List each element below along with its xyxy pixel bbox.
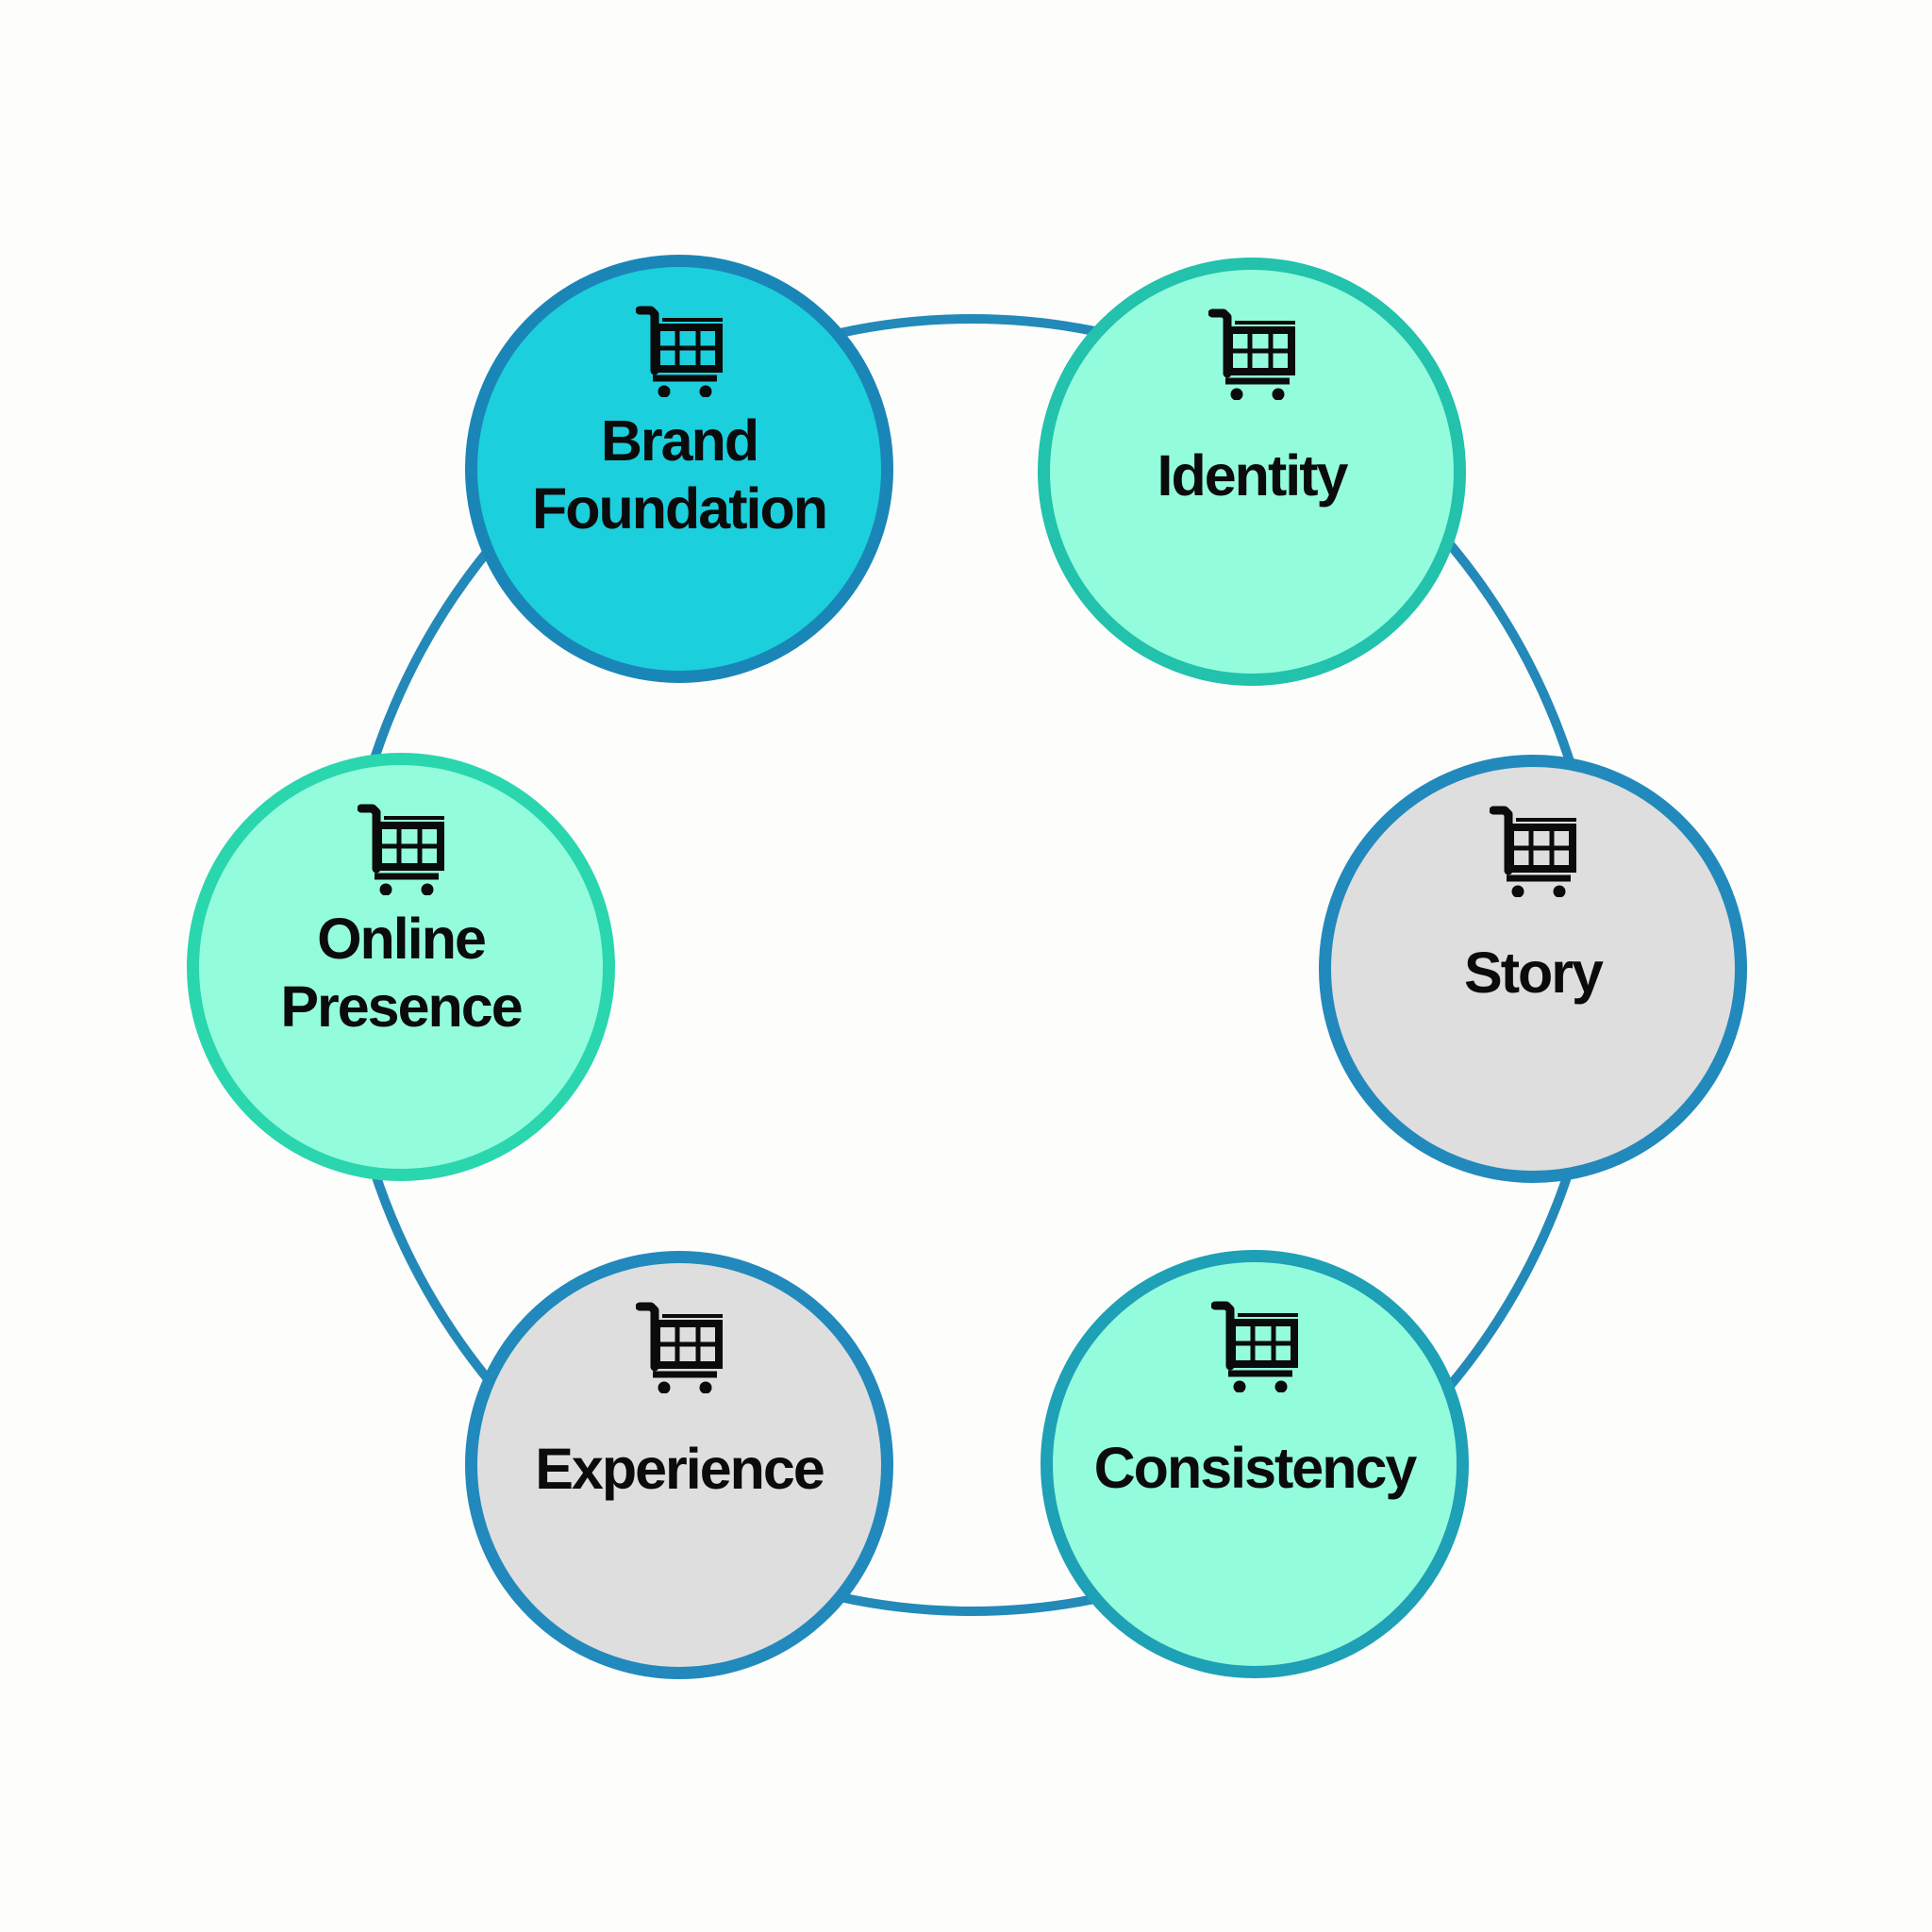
shopping-cart-icon bbox=[636, 1302, 723, 1393]
node-label: Brand Foundation bbox=[531, 408, 828, 541]
node-consistency[interactable]: Consistency bbox=[1041, 1250, 1469, 1678]
node-story[interactable]: Story bbox=[1319, 755, 1747, 1183]
node-online-presence[interactable]: Online Presence bbox=[187, 753, 615, 1181]
node-label: Identity bbox=[1157, 443, 1349, 508]
node-label: Online Presence bbox=[280, 907, 523, 1039]
node-identity[interactable]: Identity bbox=[1038, 258, 1466, 686]
node-brand-foundation[interactable]: Brand Foundation bbox=[465, 255, 893, 683]
node-experience[interactable]: Experience bbox=[465, 1251, 893, 1679]
node-label: Consistency bbox=[1093, 1436, 1418, 1500]
shopping-cart-icon bbox=[636, 306, 723, 397]
shopping-cart-icon bbox=[358, 804, 444, 895]
node-label: Experience bbox=[535, 1437, 825, 1501]
shopping-cart-icon bbox=[1211, 1301, 1298, 1392]
shopping-cart-icon bbox=[1208, 308, 1295, 400]
shopping-cart-icon bbox=[1490, 806, 1576, 897]
node-label: Story bbox=[1464, 941, 1604, 1005]
